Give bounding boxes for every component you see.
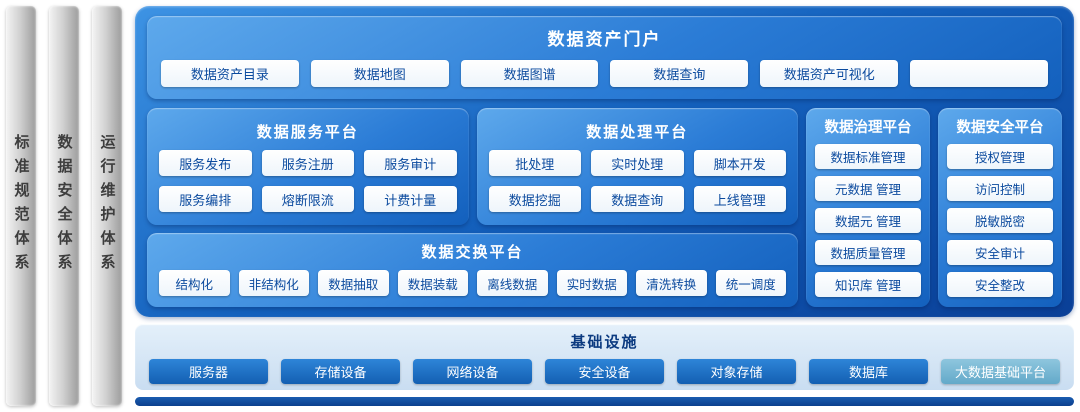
infra-item-server[interactable]: 服务器: [149, 359, 268, 384]
infra-item-database[interactable]: 数据库: [809, 359, 928, 384]
governance-item-data-element[interactable]: 数据元 管理: [815, 208, 921, 233]
processing-platform-panel: 数据处理平台 批处理 实时处理 脚本开发 数据挖掘 数据查询 上线管理: [476, 108, 798, 225]
sidebar-security-label: 数据安全体系: [55, 134, 73, 278]
processing-item-script-dev[interactable]: 脚本开发: [693, 150, 786, 177]
governance-item-quality[interactable]: 数据质量管理: [815, 240, 921, 265]
service-item-billing[interactable]: 计费计量: [364, 186, 457, 213]
main-column: 数据资产门户 数据资产目录 数据地图 数据图谱 数据查询 数据资产可视化 数据服…: [135, 6, 1074, 406]
exchange-item-unstructured[interactable]: 非结构化: [238, 270, 309, 296]
security-item-authorization[interactable]: 授权管理: [947, 144, 1053, 169]
service-platform-title: 数据服务平台: [256, 123, 359, 141]
infrastructure-button-row: 服务器 存储设备 网络设备 安全设备 对象存储 数据库 大数据基础平台: [149, 359, 1060, 384]
exchange-button-row: 结构化 非结构化 数据抽取 数据装载 离线数据 实时数据 清洗转换 统一调度: [159, 270, 786, 296]
security-item-access-control[interactable]: 访问控制: [947, 176, 1053, 201]
portal-item-catalog[interactable]: 数据资产目录: [161, 60, 299, 87]
security-item-remediation[interactable]: 安全整改: [947, 272, 1053, 297]
exchange-item-load[interactable]: 数据装载: [397, 270, 468, 296]
sidebar-standards-label: 标准规范体系: [12, 134, 30, 278]
security-item-audit[interactable]: 安全审计: [947, 240, 1053, 265]
service-item-orchestration[interactable]: 服务编排: [159, 186, 252, 213]
sidebar-operations-label: 运行维护体系: [98, 134, 116, 278]
infra-item-bigdata-platform[interactable]: 大数据基础平台: [941, 359, 1060, 384]
service-item-register[interactable]: 服务注册: [261, 150, 354, 177]
infrastructure-title: 基础设施: [570, 334, 639, 351]
service-item-publish[interactable]: 服务发布: [159, 150, 252, 177]
governance-platform-panel: 数据治理平台 数据标准管理 元数据 管理 数据元 管理 数据质量管理 知识库 管…: [806, 108, 930, 307]
sidebar-operations-system: 运行维护体系: [92, 6, 122, 406]
processing-platform-grid: 批处理 实时处理 脚本开发 数据挖掘 数据查询 上线管理: [488, 150, 786, 213]
processing-item-query[interactable]: 数据查询: [591, 186, 684, 213]
exchange-platform-panel: 数据交换平台 结构化 非结构化 数据抽取 数据装载 离线数据 实时数据 清洗转换…: [147, 233, 798, 307]
security-platform-title: 数据安全平台: [956, 120, 1044, 136]
processing-platform-title: 数据处理平台: [586, 123, 689, 141]
portal-panel: 数据资产门户 数据资产目录 数据地图 数据图谱 数据查询 数据资产可视化: [147, 16, 1062, 99]
exchange-item-extract[interactable]: 数据抽取: [318, 270, 389, 296]
portal-item-graph[interactable]: 数据图谱: [460, 60, 599, 87]
service-platform-panel: 数据服务平台 服务发布 服务注册 服务审计 服务编排 熔断限流 计费计量: [147, 108, 469, 225]
infra-item-network-device[interactable]: 网络设备: [413, 359, 532, 384]
governance-item-standards[interactable]: 数据标准管理: [815, 144, 921, 169]
middle-section: 数据服务平台 服务发布 服务注册 服务审计 服务编排 熔断限流 计费计量: [147, 108, 1062, 307]
portal-button-row: 数据资产目录 数据地图 数据图谱 数据查询 数据资产可视化: [161, 60, 1048, 87]
exchange-platform-title: 数据交换平台: [421, 244, 524, 261]
exchange-item-realtime[interactable]: 实时数据: [556, 270, 627, 296]
processing-item-mining[interactable]: 数据挖掘: [488, 186, 581, 213]
sidebar-standards-system: 标准规范体系: [6, 6, 36, 406]
service-item-circuit-limit[interactable]: 熔断限流: [261, 186, 354, 213]
infra-item-object-storage[interactable]: 对象存储: [677, 359, 796, 384]
infra-item-storage-device[interactable]: 存储设备: [281, 359, 400, 384]
service-platform-grid: 服务发布 服务注册 服务审计 服务编排 熔断限流 计费计量: [159, 150, 457, 213]
infra-item-security-device[interactable]: 安全设备: [545, 359, 664, 384]
exchange-item-offline[interactable]: 离线数据: [477, 270, 548, 296]
governance-item-metadata[interactable]: 元数据 管理: [815, 176, 921, 201]
processing-item-realtime[interactable]: 实时处理: [591, 150, 684, 177]
exchange-item-cleansing[interactable]: 清洗转换: [636, 270, 707, 296]
infrastructure-panel: 基础设施 服务器 存储设备 网络设备 安全设备 对象存储 数据库 大数据基础平台: [135, 324, 1074, 390]
governance-item-knowledge-base[interactable]: 知识库 管理: [815, 272, 921, 297]
security-item-masking[interactable]: 脱敏脱密: [947, 208, 1053, 233]
portal-title: 数据资产门户: [547, 30, 662, 49]
portal-item-blank[interactable]: [910, 60, 1048, 87]
platform-container: 数据资产门户 数据资产目录 数据地图 数据图谱 数据查询 数据资产可视化 数据服…: [135, 6, 1074, 317]
processing-item-batch[interactable]: 批处理: [488, 150, 581, 177]
portal-item-visualization[interactable]: 数据资产可视化: [760, 60, 899, 87]
base-strip: [135, 397, 1074, 406]
portal-item-query[interactable]: 数据查询: [610, 60, 749, 87]
sidebar-security-system: 数据安全体系: [49, 6, 79, 406]
middle-left-column: 数据服务平台 服务发布 服务注册 服务审计 服务编排 熔断限流 计费计量: [147, 108, 798, 307]
governance-platform-title: 数据治理平台: [824, 120, 912, 136]
portal-item-map[interactable]: 数据地图: [310, 60, 449, 87]
exchange-item-structured[interactable]: 结构化: [159, 270, 230, 296]
exchange-item-scheduling[interactable]: 统一调度: [715, 270, 786, 296]
platform-top-row: 数据服务平台 服务发布 服务注册 服务审计 服务编排 熔断限流 计费计量: [147, 108, 798, 225]
security-platform-panel: 数据安全平台 授权管理 访问控制 脱敏脱密 安全审计 安全整改: [938, 108, 1062, 307]
processing-item-release-mgmt[interactable]: 上线管理: [693, 186, 786, 213]
service-item-audit[interactable]: 服务审计: [364, 150, 457, 177]
